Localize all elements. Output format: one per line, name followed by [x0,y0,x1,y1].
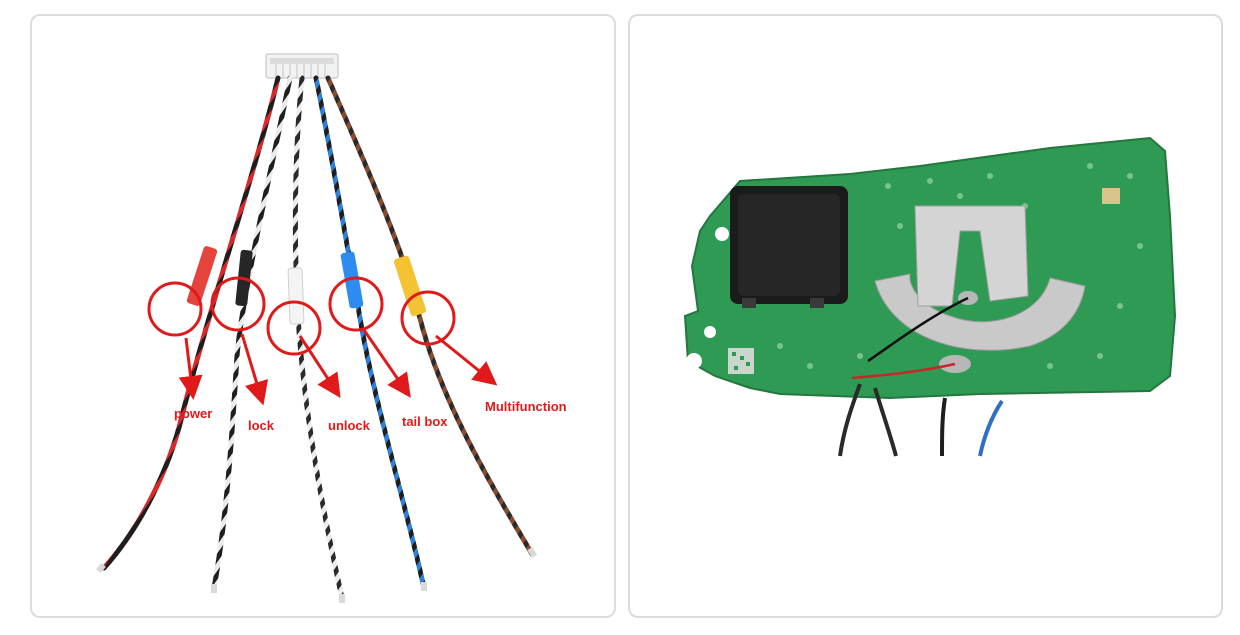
circuit-board-photo-panel [628,14,1223,618]
power-wire [101,75,281,571]
power-label: power [174,406,213,421]
lock-arrow [240,333,269,406]
blue-sleeve [340,251,364,309]
red-jumper-wire [851,362,956,380]
data-matrix-code [728,348,754,374]
unlock-label: unlock [328,418,370,433]
unlock-arrow [298,335,341,399]
unlock-callout-circle [266,300,322,356]
wire-connector [265,53,339,79]
lead-wire-1 [838,383,862,457]
yellow-sleeve [393,255,427,317]
lead-wire-4 [978,399,1004,457]
harness-photo-panel: power lock unlock tail box Multifunction [30,14,616,618]
black-chip [730,186,848,308]
power-arrow [178,337,203,400]
tail-box-arrow [362,329,411,398]
black-jumper-wire [867,296,969,363]
white-sleeve [287,267,305,325]
lead-wire-2 [873,387,898,457]
power-callout-circle [147,281,203,337]
lead-wire-3 [940,397,947,457]
multifunction-label: Multifunction [485,399,567,414]
lock-callout-circle [210,276,266,332]
multifunction-callout-circle [400,290,456,346]
wire-harness-illustration [96,53,538,603]
lock-wire [211,75,293,591]
circuit-board-illustration [683,136,1177,457]
multifunction-arrow [435,334,498,386]
battery-clip [874,205,1086,351]
lock-label: lock [248,418,275,433]
tail-box-label: tail box [402,414,448,429]
tail-box-callout-circle [328,276,384,332]
